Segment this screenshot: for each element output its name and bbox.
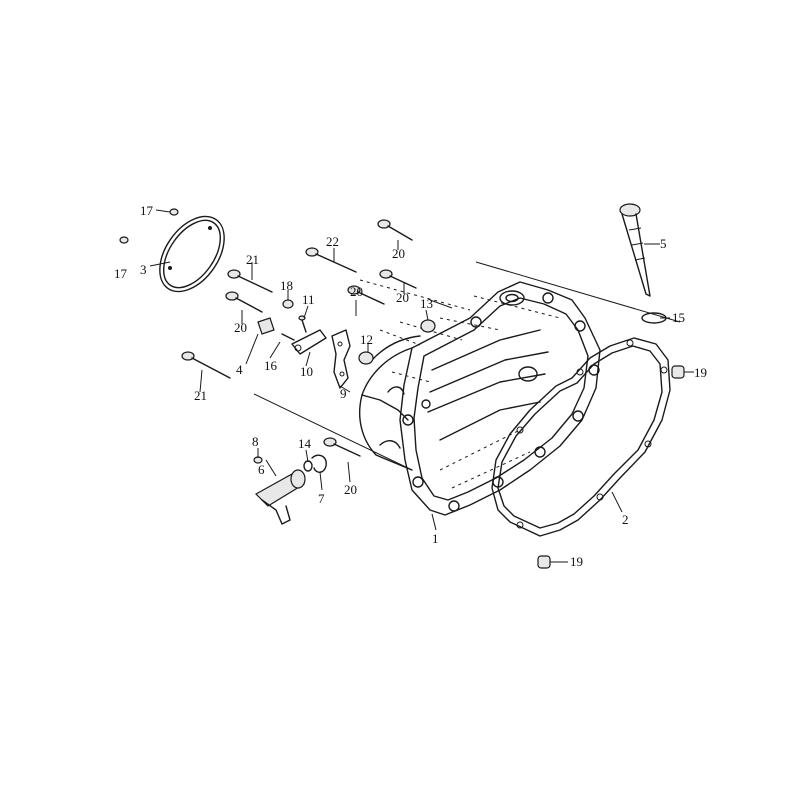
bolt-20-center: [347, 285, 385, 305]
label-part-14: 14: [298, 436, 312, 451]
projection-lines: [253, 261, 681, 471]
leader-lines: [149, 209, 694, 563]
bolt-21-bottom: [181, 351, 231, 379]
label-part-12: 12: [360, 332, 373, 347]
label-part-11: 11: [302, 292, 315, 307]
label-part-3: 3: [140, 262, 147, 277]
dowel-pin-lower: [537, 555, 551, 569]
bolt-20-mid: [379, 269, 417, 289]
label-part-8: 8: [252, 434, 259, 449]
bolt-22: [305, 247, 357, 273]
part-10-arm: [291, 329, 327, 355]
label-part-17-top: 17: [140, 203, 154, 218]
part-12-bushing: [358, 351, 374, 365]
label-part-20-bottom: 20: [344, 482, 357, 497]
part-17-screw-left: [119, 236, 129, 244]
label-part-20-mid: 20: [396, 290, 409, 305]
bolt-20-left: [225, 291, 263, 313]
dowel-pin-upper: [671, 365, 685, 379]
sealing-ring: [159, 215, 225, 293]
label-part-4: 4: [236, 362, 243, 377]
label-part-6: 6: [258, 462, 265, 477]
part-labels: 1 2 3 4 5 6 7 8 9 10 11 12 13 14 15 16 1…: [114, 203, 707, 569]
label-part-19-upper: 19: [694, 365, 707, 380]
label-part-16: 16: [264, 358, 278, 373]
cover-gasket: [491, 337, 671, 537]
part-17-screw-top: [169, 208, 179, 216]
bolt-21-top: [227, 269, 273, 293]
label-part-21-top: 21: [246, 252, 259, 267]
label-part-1: 1: [432, 531, 439, 546]
label-part-20-center: 20: [350, 284, 363, 299]
part-4-bracket: [257, 317, 275, 335]
part-11-pin: [298, 315, 307, 333]
bolt-20-bottom: [323, 437, 361, 457]
part-14-washer: [303, 460, 313, 472]
label-part-5: 5: [660, 236, 667, 251]
label-part-13: 13: [420, 296, 433, 311]
label-part-15: 15: [672, 310, 685, 325]
label-part-22: 22: [326, 234, 339, 249]
label-part-17-left: 17: [114, 266, 128, 281]
label-part-2: 2: [622, 512, 629, 527]
part-18-nut: [282, 299, 294, 309]
crankcase-cover: [359, 281, 601, 516]
label-part-10: 10: [300, 364, 313, 379]
label-part-20-left: 20: [234, 320, 247, 335]
label-part-9: 9: [340, 386, 347, 401]
label-part-18: 18: [280, 278, 293, 293]
part-9-lever-plate: [331, 329, 351, 389]
label-part-19-lower: 19: [570, 554, 583, 569]
part-6-shaft: [255, 469, 306, 525]
label-part-21-bottom: 21: [194, 388, 207, 403]
part-16-pin: [281, 333, 295, 341]
label-part-20-top: 20: [392, 246, 405, 261]
part-13-bushing: [420, 319, 436, 333]
label-part-7: 7: [318, 491, 325, 506]
oil-dipstick: [619, 203, 651, 297]
bolt-20-top: [377, 219, 413, 241]
part-7-clip: [311, 454, 327, 473]
